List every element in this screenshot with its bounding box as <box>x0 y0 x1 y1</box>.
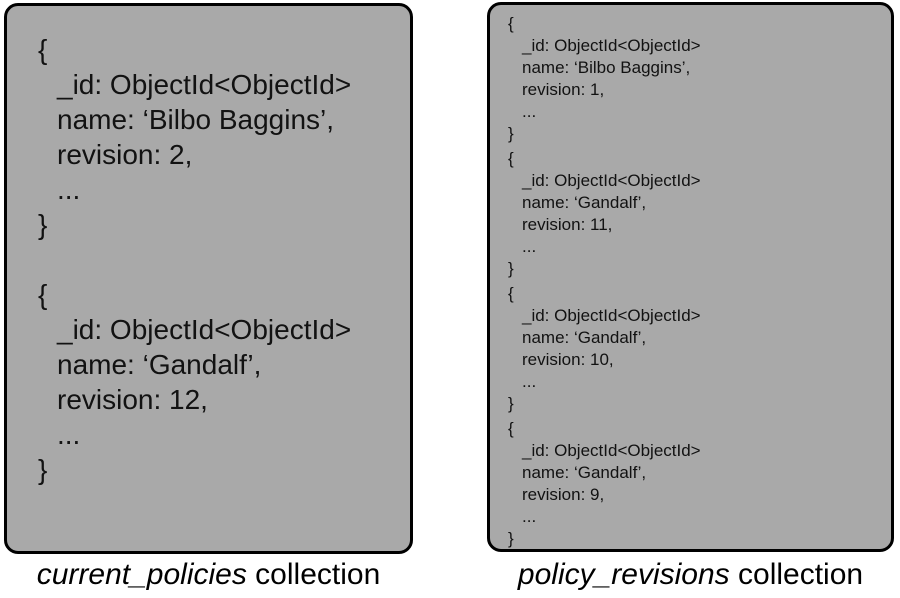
document-block: { _id: ObjectId<ObjectId> name: ‘Gandalf… <box>508 148 885 280</box>
collection-word: collection <box>246 558 381 591</box>
doc-name-line: name: ‘Bilbo Baggins’, <box>522 58 691 77</box>
doc-close-brace: } <box>508 124 514 143</box>
doc-revision-line: revision: 11, <box>522 215 613 234</box>
doc-name-line: name: ‘Gandalf’, <box>522 328 647 347</box>
doc-ellipsis-line: ... <box>57 174 81 205</box>
doc-ellipsis-line: ... <box>57 419 81 450</box>
doc-open-brace: { <box>508 149 514 168</box>
policy-revisions-caption: policy_revisions collection <box>487 556 894 594</box>
doc-open-brace: { <box>38 279 48 310</box>
doc-close-brace: } <box>38 209 48 240</box>
doc-name-line: name: ‘Gandalf’, <box>522 193 647 212</box>
doc-open-brace: { <box>508 419 514 438</box>
document-block: { _id: ObjectId<ObjectId> name: ‘Gandalf… <box>38 277 402 487</box>
current-policies-caption: current_policies collection <box>4 556 413 594</box>
doc-name-line: name: ‘Gandalf’, <box>522 463 647 482</box>
doc-open-brace: { <box>38 34 48 65</box>
doc-id-line: _id: ObjectId<ObjectId> <box>522 441 701 460</box>
doc-close-brace: } <box>38 454 48 485</box>
doc-id-line: _id: ObjectId<ObjectId> <box>522 171 701 190</box>
document-block: { _id: ObjectId<ObjectId> name: ‘Bilbo B… <box>38 32 402 242</box>
doc-revision-line: revision: 10, <box>522 350 614 369</box>
document-block: { _id: ObjectId<ObjectId> name: ‘Bilbo B… <box>508 13 885 145</box>
policy-revisions-doc-list: { _id: ObjectId<ObjectId> name: ‘Bilbo B… <box>490 5 891 549</box>
document-block: { _id: ObjectId<ObjectId> name: ‘Gandalf… <box>508 283 885 415</box>
current-policies-panel: { _id: ObjectId<ObjectId> name: ‘Bilbo B… <box>4 3 413 554</box>
collection-word: collection <box>729 558 864 591</box>
collection-name-italic: current_policies <box>36 558 247 591</box>
policy-revisions-panel: { _id: ObjectId<ObjectId> name: ‘Bilbo B… <box>487 2 894 552</box>
doc-ellipsis-line: ... <box>522 237 537 256</box>
doc-id-line: _id: ObjectId<ObjectId> <box>57 69 352 100</box>
doc-close-brace: } <box>508 394 514 413</box>
doc-id-line: _id: ObjectId<ObjectId> <box>57 314 352 345</box>
doc-open-brace: { <box>508 14 514 33</box>
doc-ellipsis-line: ... <box>522 507 537 526</box>
document-block: { _id: ObjectId<ObjectId> name: ‘Gandalf… <box>508 418 885 549</box>
doc-name-line: name: ‘Gandalf’, <box>57 349 262 380</box>
doc-close-brace: } <box>508 529 514 548</box>
doc-name-line: name: ‘Bilbo Baggins’, <box>57 104 335 135</box>
doc-revision-line: revision: 12, <box>57 384 208 415</box>
doc-revision-line: revision: 2, <box>57 139 193 170</box>
current-policies-doc-list: { _id: ObjectId<ObjectId> name: ‘Bilbo B… <box>7 6 410 487</box>
doc-id-line: _id: ObjectId<ObjectId> <box>522 36 701 55</box>
doc-ellipsis-line: ... <box>522 102 537 121</box>
doc-revision-line: revision: 1, <box>522 80 605 99</box>
doc-id-line: _id: ObjectId<ObjectId> <box>522 306 701 325</box>
doc-open-brace: { <box>508 284 514 303</box>
collection-name-italic: policy_revisions <box>517 558 730 591</box>
doc-revision-line: revision: 9, <box>522 485 605 504</box>
doc-ellipsis-line: ... <box>522 372 537 391</box>
doc-close-brace: } <box>508 259 514 278</box>
